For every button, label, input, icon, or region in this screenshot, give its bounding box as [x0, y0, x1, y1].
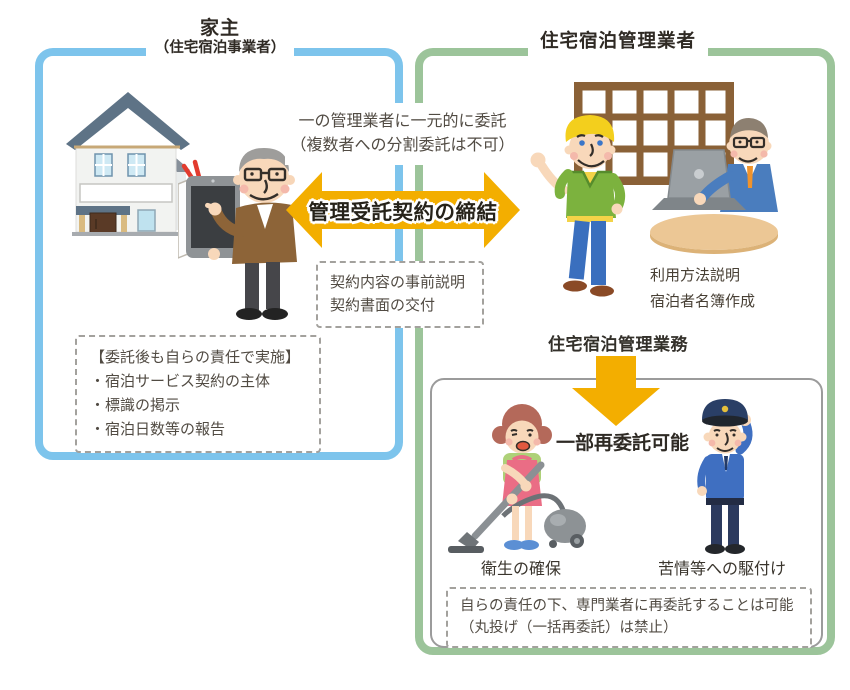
table: [650, 214, 778, 250]
owner-title: 家主 （住宅宿泊事業者）: [146, 16, 294, 61]
vacuum-hose: [501, 493, 566, 518]
contract-arrow-label: 管理受託契約の締結: [308, 201, 498, 224]
owner-duties-item: ・宿泊日数等の報告: [90, 421, 226, 438]
attic-windows: [94, 153, 146, 177]
guest-illustration: [530, 115, 626, 297]
owner-duties-item: ・標識の掲示: [90, 397, 181, 414]
onsite-task-line2: 宿泊者名簿作成: [650, 292, 756, 310]
manager-title: 住宅宿泊管理業者: [528, 27, 709, 57]
delegation-note-line1: 一の管理業者に一元的に委託: [298, 113, 507, 130]
house-signboard: [79, 183, 173, 203]
owner-title-line1: 家主: [199, 18, 240, 39]
caption-complaints: 苦情等への駆付け: [658, 561, 787, 578]
smiling-mouth: [515, 440, 531, 452]
cleaner-illustration: [448, 404, 586, 553]
caption-sanitation: 衛生の確保: [481, 561, 562, 578]
guard-illustration: [697, 399, 753, 554]
management-flow-label: 住宅宿泊管理業務: [548, 335, 688, 354]
house-illustration: [66, 92, 190, 236]
double-arrow-icon: [286, 172, 520, 248]
owner-duties-heading: 【委託後も自らの責任で実施】: [90, 349, 301, 366]
owner-title-line2: （住宅宿泊事業者）: [154, 39, 286, 56]
necktie: [747, 166, 753, 188]
subcontract-note-line1: 自らの責任の下、専門業者に再委託することは可能: [460, 598, 794, 614]
delegation-note-line2: （複数者への分割委託は不可）: [290, 137, 515, 154]
police-cap: [702, 399, 748, 427]
onsite-task-line1: 利用方法説明: [650, 267, 741, 284]
owner-duties-box: 【委託後も自らの責任で実施】 ・宿泊サービス契約の主体 ・標識の掲示 ・宿泊日数…: [75, 335, 321, 453]
owner-duties-item: ・宿泊サービス契約の主体: [90, 373, 271, 390]
down-arrow-icon: [572, 356, 660, 426]
subcontract-note-line2: （丸投げ（一括再委託）は禁止）: [460, 620, 678, 637]
house-door: [89, 212, 117, 235]
vacuum-canister: [544, 509, 586, 548]
explanation-note-line1: 契約内容の事前説明: [330, 274, 466, 291]
manager-desk-illustration: [650, 118, 778, 254]
homeowner-illustration: [178, 148, 297, 320]
subcontract-heading: 一部再委託可能: [556, 433, 690, 454]
explanation-note: 契約内容の事前説明 契約書面の交付: [316, 261, 484, 328]
explanation-note-line2: 契約書面の交付: [330, 297, 436, 315]
emphasis-marks: [181, 159, 202, 181]
delegation-note: 一の管理業者に一元的に委託 （複数者への分割委託は不可）: [285, 103, 520, 165]
vacuum-nozzle: [448, 546, 484, 553]
guard-tie: [724, 456, 728, 470]
subcontract-note: 自らの責任の下、専門業者に再委託することは可能 （丸投げ（一括再委託）は禁止）: [446, 587, 812, 648]
onsite-tasks: 利用方法説明 宿泊者名簿作成: [650, 263, 755, 314]
